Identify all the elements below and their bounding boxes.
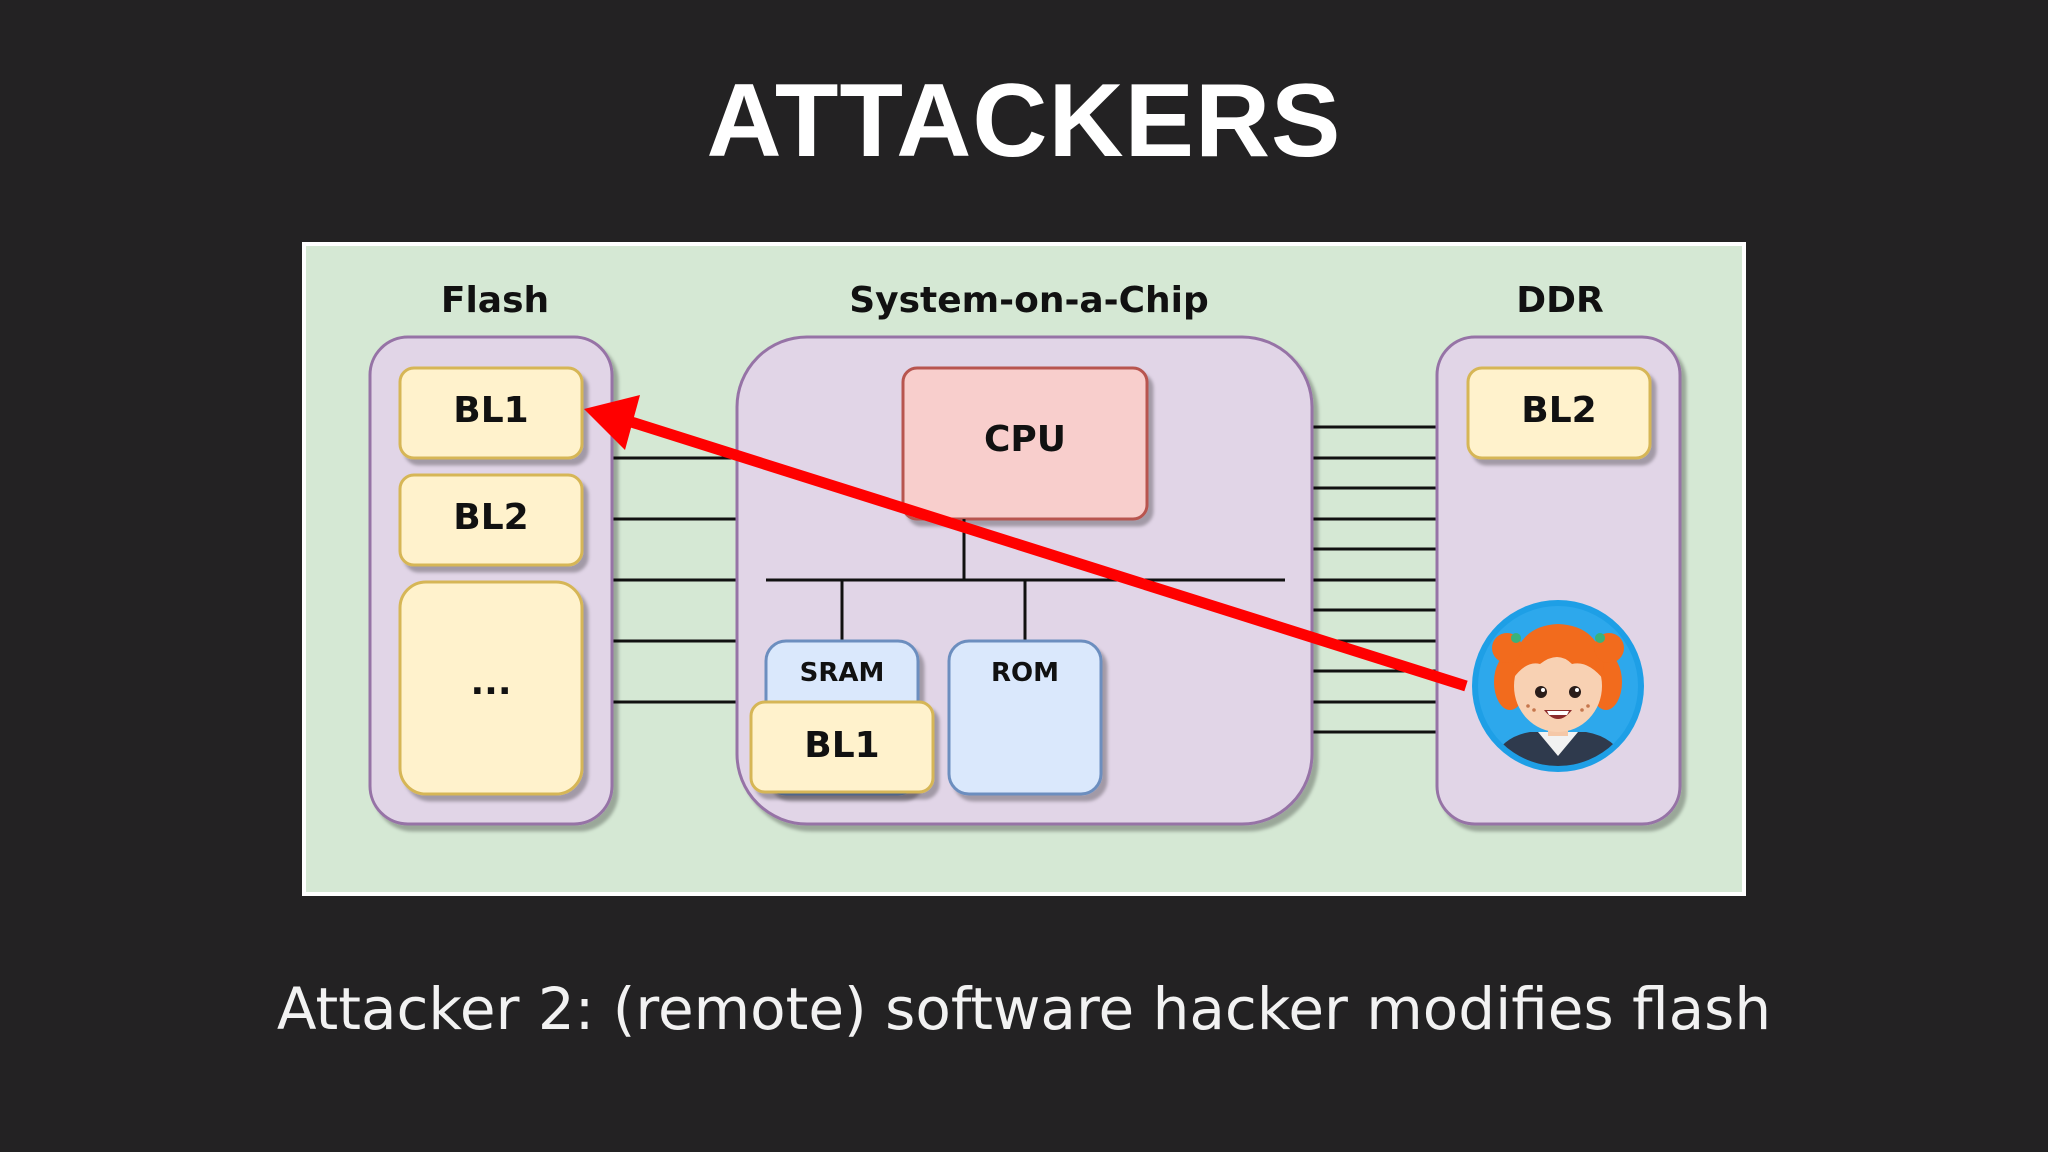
flash-block-bl2-label: BL2: [453, 497, 528, 538]
slide-title: ATTACKERS: [706, 63, 1342, 179]
ddr-block-bl2: [1466, 366, 1652, 460]
flash-block-bl2: [398, 473, 584, 567]
ddr-label: DDR: [1516, 280, 1604, 321]
flash-bus-lines: [612, 456, 737, 704]
flash-block-more-label: ...: [470, 662, 511, 703]
slide-caption: Attacker 2: (remote) software hacker mod…: [276, 975, 1772, 1043]
sram-label: SRAM: [800, 658, 885, 688]
flash-label: Flash: [441, 280, 549, 321]
flash-block-bl1: [398, 366, 584, 460]
cpu-label: CPU: [984, 419, 1066, 460]
rom-label: ROM: [991, 658, 1059, 688]
soc-internal-bus: [766, 519, 1285, 641]
ddr-block-bl2-label: BL2: [1521, 390, 1596, 431]
sram-bl1-label: BL1: [804, 725, 879, 766]
soc-label: System-on-a-Chip: [849, 280, 1209, 321]
sram-bl1-block: [749, 700, 935, 794]
red-arrow-icon: [584, 395, 1468, 692]
flash-block-bl1-label: BL1: [453, 390, 528, 431]
rom-block: [947, 639, 1103, 796]
cpu-block: [901, 366, 1149, 521]
flash-block-more: [398, 580, 584, 796]
